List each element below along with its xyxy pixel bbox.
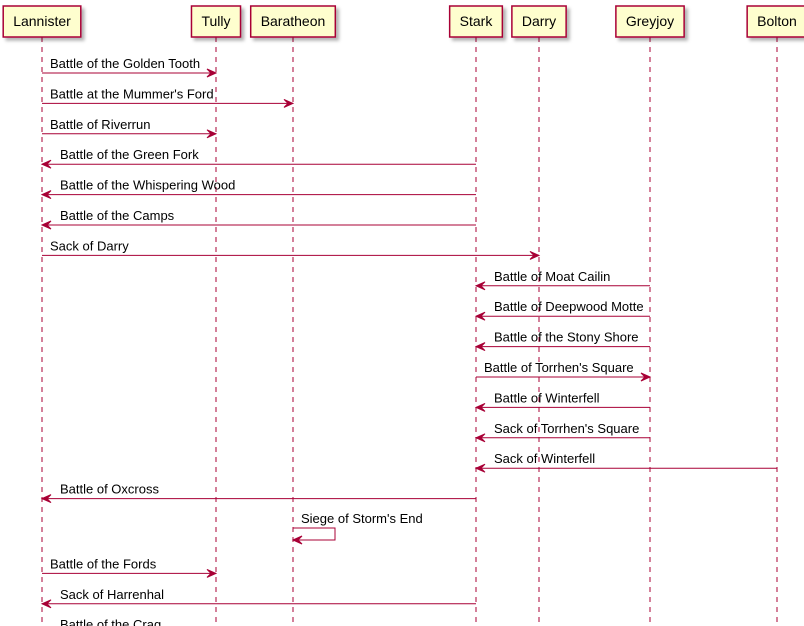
message-arrowhead — [529, 250, 541, 260]
message-1: Battle of the Golden Tooth — [42, 56, 218, 78]
message-7: Sack of Darry — [42, 238, 541, 260]
lifelines — [41, 37, 778, 626]
participant-label: Greyjoy — [626, 13, 674, 29]
message-label: Sack of Winterfell — [494, 451, 595, 466]
participant-label: Baratheon — [261, 13, 326, 29]
message-16: Siege of Storm's End — [291, 511, 423, 545]
message-label: Battle of Riverrun — [50, 117, 150, 132]
message-label: Battle of the Golden Tooth — [50, 56, 200, 71]
participant-label: Tully — [201, 13, 230, 29]
message-label: Battle of the Whispering Wood — [60, 178, 235, 193]
message-17: Battle of the Fords — [42, 556, 218, 578]
participant-label: Bolton — [757, 13, 797, 29]
message-arrowhead — [474, 342, 486, 352]
participant-tully: Tully — [190, 5, 242, 38]
message-arrowhead — [40, 190, 52, 200]
message-8: Battle of Moat Cailin — [474, 269, 650, 291]
message-label: Battle of Moat Cailin — [494, 269, 610, 284]
message-6: Battle of the Camps — [40, 208, 476, 230]
message-arrowhead — [40, 220, 52, 230]
participant-lannister: Lannister — [2, 5, 82, 38]
message-arrowhead — [40, 159, 52, 169]
message-label: Battle of the Camps — [60, 208, 175, 223]
message-label: Battle of Oxcross — [60, 482, 159, 497]
message-9: Battle of Deepwood Motte — [474, 299, 650, 321]
participant-label: Lannister — [13, 13, 71, 29]
message-13: Sack of Torrhen's Square — [474, 421, 650, 443]
message-label: Battle at the Mummer's Ford — [50, 86, 214, 101]
message-arrowhead — [283, 98, 295, 108]
participant-box — [249, 5, 337, 38]
message-19: Battle of the Crag — [60, 617, 161, 626]
participant-stark: Stark — [448, 5, 504, 38]
message-label: Battle of Winterfell — [494, 390, 600, 405]
message-arrowhead — [474, 311, 486, 321]
message-5: Battle of the Whispering Wood — [40, 178, 476, 200]
message-4: Battle of the Green Fork — [40, 147, 476, 169]
message-2: Battle at the Mummer's Ford — [42, 86, 295, 108]
message-14: Sack of Winterfell — [474, 451, 777, 473]
participant-box — [2, 5, 82, 38]
participant-box — [746, 5, 804, 38]
message-label: Sack of Torrhen's Square — [494, 421, 639, 436]
participant-label: Stark — [460, 13, 494, 29]
message-arrowhead — [206, 68, 218, 78]
message-arrowhead — [474, 281, 486, 291]
participants: Lannister Tully Baratheon Stark Darry Greyjoy… — [2, 5, 804, 38]
message-arrowhead — [40, 494, 52, 504]
participant-box — [615, 5, 685, 38]
participant-box — [448, 5, 504, 38]
message-arrowhead — [474, 433, 486, 443]
message-arrowhead — [40, 599, 52, 609]
message-label: Battle of the Crag — [60, 617, 161, 626]
message-label: Battle of the Green Fork — [60, 147, 199, 162]
participant-darry: Darry — [511, 5, 567, 38]
message-18: Sack of Harrenhal — [40, 587, 476, 609]
message-arrowhead — [206, 129, 218, 139]
message-3: Battle of Riverrun — [42, 117, 218, 139]
message-label: Battle of the Fords — [50, 556, 157, 571]
message-arrowhead — [474, 463, 486, 473]
message-arrowhead — [640, 372, 652, 382]
message-12: Battle of Winterfell — [474, 390, 650, 412]
message-arrowhead — [206, 568, 218, 578]
message-label: Battle of Torrhen's Square — [484, 360, 634, 375]
message-label: Sack of Harrenhal — [60, 587, 164, 602]
message-10: Battle of the Stony Shore — [474, 330, 650, 352]
participant-greyjoy: Greyjoy — [615, 5, 685, 38]
message-11: Battle of Torrhen's Square — [476, 360, 652, 382]
message-arrowhead — [474, 402, 486, 412]
message-label: Siege of Storm's End — [301, 511, 423, 526]
message-arrowhead — [291, 535, 303, 545]
message-label: Battle of the Stony Shore — [494, 330, 639, 345]
participant-baratheon: Baratheon — [249, 5, 337, 38]
message-arrow-line — [293, 527, 336, 541]
participant-bolton: Bolton — [746, 5, 804, 38]
message-label: Battle of Deepwood Motte — [494, 299, 644, 314]
participant-label: Darry — [522, 13, 556, 29]
participant-box — [511, 5, 567, 38]
message-15: Battle of Oxcross — [40, 482, 476, 504]
participant-box — [190, 5, 242, 38]
message-label: Sack of Darry — [50, 238, 129, 253]
